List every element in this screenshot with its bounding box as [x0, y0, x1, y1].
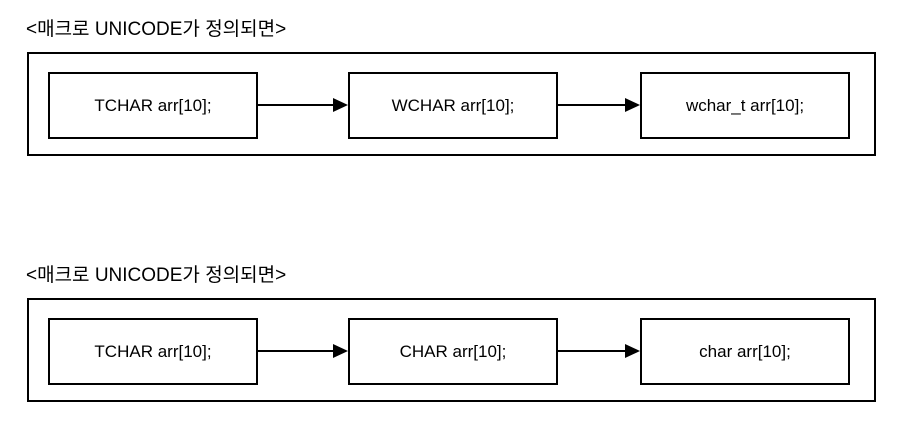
diagram2-arrow1-line: [258, 350, 335, 352]
diagram1-arrow1-line: [258, 104, 335, 106]
diagram2-arrow1-head-icon: [333, 344, 348, 358]
diagram1-title: <매크로 UNICODE가 정의되면>: [26, 19, 287, 40]
diagram2-frame: TCHAR arr[10]; CHAR arr[10]; char arr[10…: [27, 298, 876, 402]
diagram1-node-wchar-t: wchar_t arr[10];: [640, 72, 850, 139]
diagram2-node-char-upper: CHAR arr[10];: [348, 318, 558, 385]
diagram2-node-tchar: TCHAR arr[10];: [48, 318, 258, 385]
diagram1-arrow2-head-icon: [625, 98, 640, 112]
diagram1-frame: TCHAR arr[10]; WCHAR arr[10]; wchar_t ar…: [27, 52, 876, 156]
diagram1-node-wchar: WCHAR arr[10];: [348, 72, 558, 139]
diagram2-node-char-lower: char arr[10];: [640, 318, 850, 385]
diagram2-arrow2-head-icon: [625, 344, 640, 358]
diagram2-arrow2-line: [558, 350, 627, 352]
diagram1-arrow2-line: [558, 104, 627, 106]
diagram2-title: <매크로 UNICODE가 정의되면>: [26, 265, 287, 286]
diagram1-arrow1-head-icon: [333, 98, 348, 112]
diagram1-node-tchar: TCHAR arr[10];: [48, 72, 258, 139]
